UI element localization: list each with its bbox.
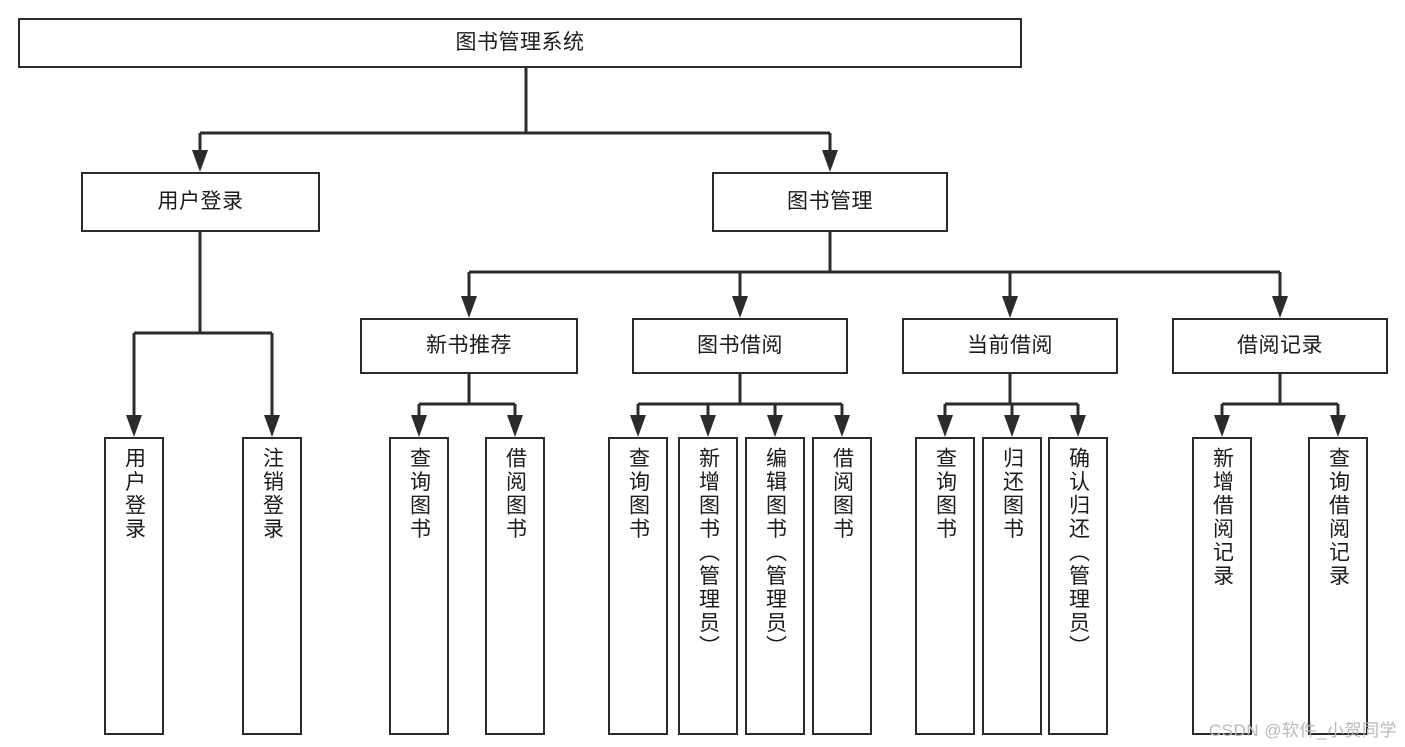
arrowhead-current-to-leaves-1 — [1004, 415, 1020, 437]
node-book-borrow[interactable]: 图书借阅 — [632, 318, 848, 374]
node-label-leaf-query-borrow-record: 查询借阅记录 — [1326, 447, 1350, 588]
node-label-borrow-record: 借阅记录 — [1237, 333, 1323, 357]
arrowhead-recommend-to-leaves-1 — [507, 415, 523, 437]
arrowhead-borrow-to-leaves-2 — [767, 415, 783, 437]
node-leaf-confirm-return-admin[interactable]: 确认归还（管理员） — [1048, 437, 1108, 735]
node-leaf-add-book-admin[interactable]: 新增图书（管理员） — [678, 437, 738, 735]
arrowhead-borrow-to-leaves-3 — [834, 415, 850, 437]
node-leaf-user-logout[interactable]: 注销登录 — [242, 437, 302, 735]
arrowhead-root-to-level1-1 — [822, 150, 838, 172]
node-new-book-recommend[interactable]: 新书推荐 — [360, 318, 578, 374]
arrowhead-current-to-leaves-2 — [1070, 415, 1086, 437]
arrowhead-bookmgmt-to-level2-0 — [461, 296, 477, 318]
arrowhead-bookmgmt-to-level2-2 — [1002, 296, 1018, 318]
node-label-leaf-query-book-recommend: 查询图书 — [407, 447, 431, 541]
node-leaf-query-book-borrow[interactable]: 查询图书 — [608, 437, 668, 735]
node-current-borrow[interactable]: 当前借阅 — [902, 318, 1118, 374]
arrowhead-bookmgmt-to-level2-1 — [732, 296, 748, 318]
node-leaf-user-login[interactable]: 用户登录 — [104, 437, 164, 735]
node-label-current-borrow: 当前借阅 — [967, 333, 1053, 357]
node-leaf-return-book[interactable]: 归还图书 — [982, 437, 1042, 735]
node-label-leaf-borrow-book-recommend: 借阅图书 — [503, 447, 527, 541]
node-leaf-borrow-book[interactable]: 借阅图书 — [812, 437, 872, 735]
arrowhead-borrow-to-leaves-1 — [700, 415, 716, 437]
arrowhead-recommend-to-leaves-0 — [411, 415, 427, 437]
node-book-management[interactable]: 图书管理 — [712, 172, 948, 232]
arrowhead-borrow-to-leaves-0 — [630, 415, 646, 437]
node-label-leaf-borrow-book: 借阅图书 — [830, 447, 854, 541]
node-label-leaf-confirm-return-admin: 确认归还（管理员） — [1066, 447, 1090, 659]
node-leaf-query-book-recommend[interactable]: 查询图书 — [389, 437, 449, 735]
node-label-leaf-add-borrow-record: 新增借阅记录 — [1210, 447, 1234, 588]
node-borrow-record[interactable]: 借阅记录 — [1172, 318, 1388, 374]
arrowhead-record-to-leaves-1 — [1330, 415, 1346, 437]
node-label-leaf-user-login: 用户登录 — [122, 447, 146, 541]
node-label-root: 图书管理系统 — [455, 30, 585, 54]
node-label-leaf-query-book-current: 查询图书 — [933, 447, 957, 541]
node-label-leaf-add-book-admin: 新增图书（管理员） — [696, 447, 720, 659]
node-label-book-borrow: 图书借阅 — [697, 333, 783, 357]
node-label-user-login: 用户登录 — [157, 189, 244, 213]
node-user-login[interactable]: 用户登录 — [81, 172, 320, 232]
node-leaf-borrow-book-recommend[interactable]: 借阅图书 — [485, 437, 545, 735]
node-leaf-edit-book-admin[interactable]: 编辑图书（管理员） — [745, 437, 805, 735]
node-leaf-add-borrow-record[interactable]: 新增借阅记录 — [1192, 437, 1252, 735]
node-label-leaf-return-book: 归还图书 — [1000, 447, 1024, 541]
node-leaf-query-book-current[interactable]: 查询图书 — [915, 437, 975, 735]
arrowhead-bookmgmt-to-level2-3 — [1272, 296, 1288, 318]
node-label-new-book-recommend: 新书推荐 — [426, 333, 512, 357]
node-label-leaf-edit-book-admin: 编辑图书（管理员） — [763, 447, 787, 659]
arrowhead-record-to-leaves-0 — [1214, 415, 1230, 437]
arrowhead-current-to-leaves-0 — [937, 415, 953, 437]
arrowhead-userlogin-to-leaves-1 — [264, 415, 280, 437]
arrowhead-userlogin-to-leaves-0 — [126, 415, 142, 437]
node-root[interactable]: 图书管理系统 — [18, 18, 1022, 68]
node-label-leaf-query-book-borrow: 查询图书 — [626, 447, 650, 541]
node-leaf-query-borrow-record[interactable]: 查询借阅记录 — [1308, 437, 1368, 735]
node-label-book-management: 图书管理 — [787, 189, 873, 213]
node-label-leaf-user-logout: 注销登录 — [260, 447, 284, 541]
arrowhead-root-to-level1-0 — [192, 150, 208, 172]
